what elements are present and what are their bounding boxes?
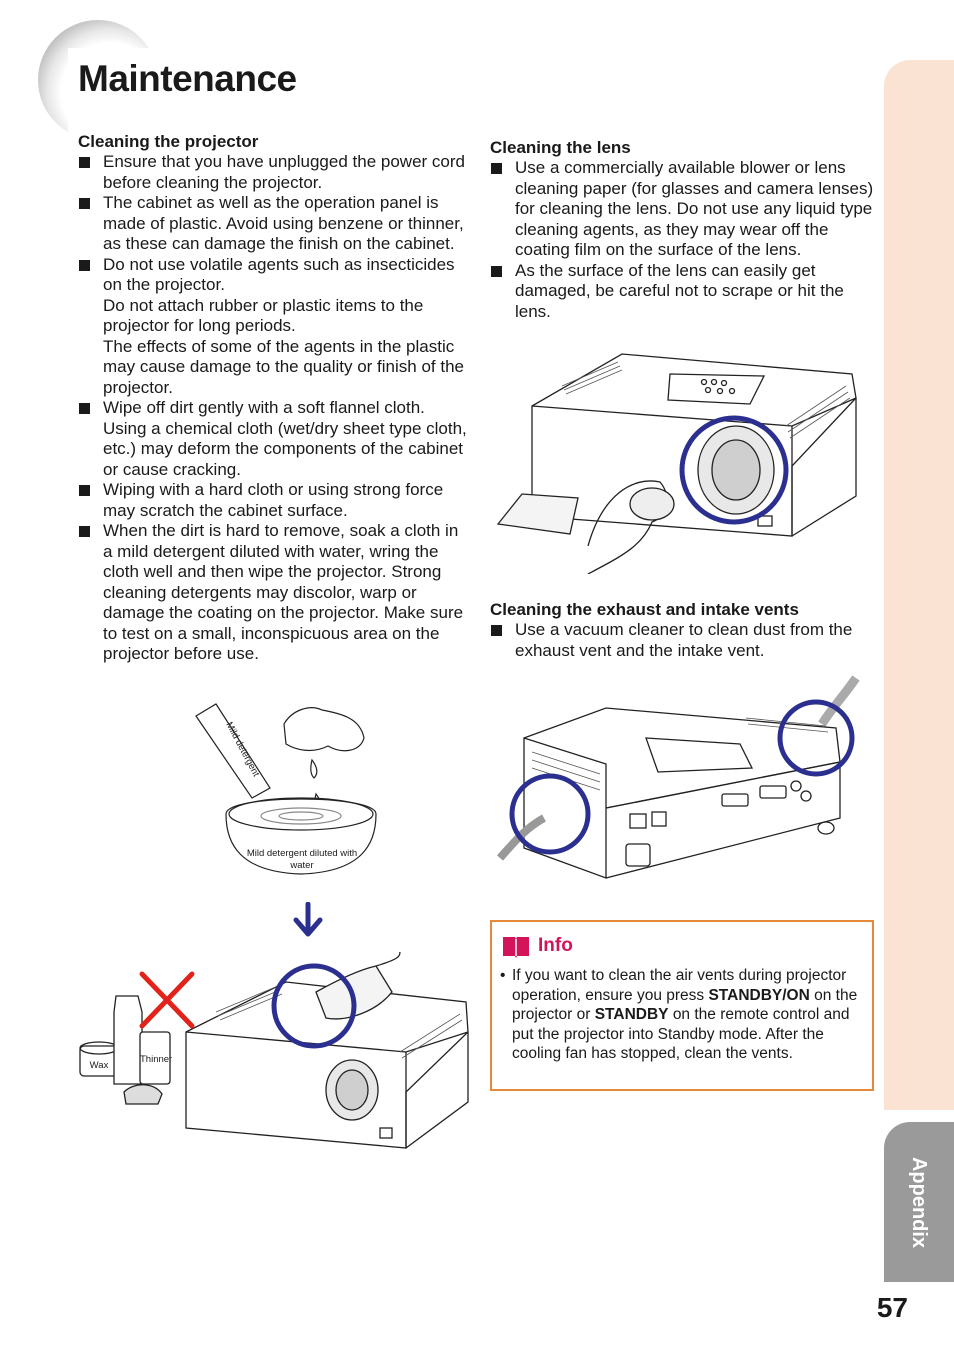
title-decoration-mask bbox=[68, 48, 208, 168]
cleaning-lens-list: Use a commercially available blower or l… bbox=[490, 158, 882, 322]
list-item: Ensure that you have unplugged the power… bbox=[78, 152, 468, 193]
list-item: Wiping with a hard cloth or using strong… bbox=[78, 480, 468, 521]
cleaning-projector-heading: Cleaning the projector bbox=[78, 132, 259, 151]
list-item: When the dirt is hard to remove, soak a … bbox=[78, 521, 468, 665]
cleaning-projector-list: Ensure that you have unplugged the power… bbox=[78, 152, 468, 665]
page-title: Maintenance bbox=[78, 58, 297, 99]
list-item: As the surface of the lens can easily ge… bbox=[490, 261, 882, 323]
list-item: Wipe off dirt gently with a soft flannel… bbox=[78, 398, 468, 480]
left-column: Cleaning the projector Ensure that you h… bbox=[78, 132, 468, 665]
lens-cleaning-illustration bbox=[496, 353, 857, 574]
sidebar-color-band bbox=[884, 60, 954, 1110]
info-bullet: • If you want to clean the air vents dur… bbox=[500, 966, 860, 1064]
info-text: • If you want to clean the air vents dur… bbox=[500, 966, 860, 1064]
right-column-vents: Cleaning the exhaust and intake vents Us… bbox=[490, 600, 882, 661]
wiping-projector-illustration bbox=[79, 952, 469, 1149]
detergent-bowl-illustration: Mild detergent bbox=[195, 703, 377, 875]
list-item: Use a vacuum cleaner to clean dust from … bbox=[490, 620, 882, 661]
list-item: Do not use volatile agents such as insec… bbox=[78, 255, 468, 399]
list-item: Use a commercially available blower or l… bbox=[490, 158, 882, 261]
cleaning-vents-list: Use a vacuum cleaner to clean dust from … bbox=[490, 620, 882, 661]
cleaning-vents-heading: Cleaning the exhaust and intake vents bbox=[490, 600, 799, 619]
page-number: 57 bbox=[876, 1292, 908, 1323]
cleaning-lens-heading: Cleaning the lens bbox=[490, 138, 631, 157]
appendix-tab bbox=[884, 1122, 954, 1282]
appendix-tab-label-wrap: Appendix bbox=[884, 1122, 954, 1282]
vent-cleaning-illustration bbox=[497, 675, 860, 879]
info-box: Info • If you want to clean the air vent… bbox=[490, 920, 874, 1091]
info-label: Info bbox=[538, 935, 573, 956]
list-item: The cabinet as well as the operation pan… bbox=[78, 193, 468, 255]
right-column-top: Cleaning the lens Use a commercially ava… bbox=[490, 138, 882, 322]
book-icon bbox=[503, 937, 529, 958]
info-header: Info bbox=[502, 934, 573, 958]
thinner-label: Thinner bbox=[140, 1054, 173, 1065]
bowl-label: Mild detergent diluted with water bbox=[246, 848, 358, 871]
wax-label: Wax bbox=[89, 1060, 109, 1071]
bullet-dot: • bbox=[500, 967, 506, 984]
standby-button-name: STANDBY bbox=[594, 1006, 669, 1023]
info-paragraph: If you want to clean the air vents durin… bbox=[512, 967, 858, 1062]
standby-on-button-name: STANDBY/ON bbox=[708, 986, 810, 1004]
appendix-tab-label: Appendix bbox=[908, 1156, 931, 1248]
down-arrow-icon bbox=[293, 902, 323, 937]
